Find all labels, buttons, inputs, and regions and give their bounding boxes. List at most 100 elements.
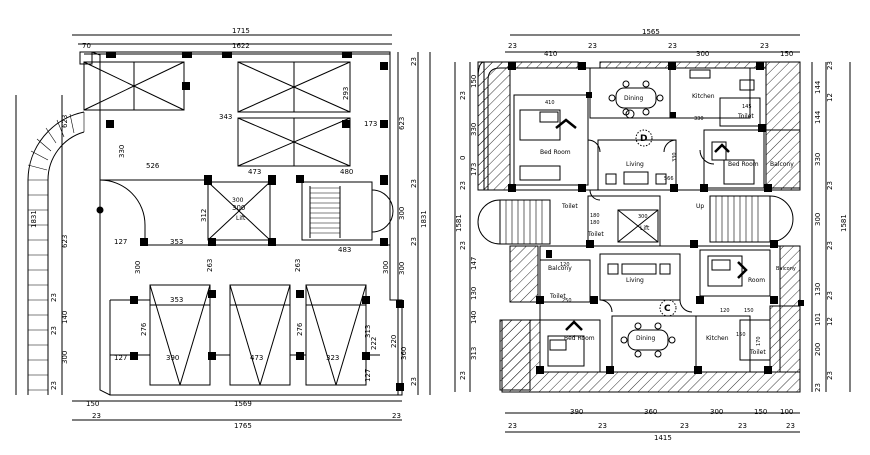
dim-inner-300: 300 [232, 204, 245, 212]
right-columns [508, 62, 804, 374]
room-kitchen-top: Kitchen [692, 93, 715, 100]
rdim-bot-2: 360 [644, 408, 657, 416]
dim-left-3: 623 [61, 235, 69, 248]
dim-inner-353a: 353 [170, 238, 183, 246]
dim-right-10: 23 [410, 377, 418, 386]
rdim-bot-7: 23 [508, 422, 517, 430]
unit-label-c: C [664, 304, 671, 314]
rdim-left-13: 23 [459, 241, 467, 250]
rdim-inner-7: 300 [638, 214, 648, 220]
dim-right-2: 300 [398, 207, 406, 220]
rdim-right-9: 12 [826, 93, 834, 102]
dim-inner-353b: 353 [170, 296, 183, 304]
room-up: Up [696, 203, 704, 210]
dim-bottom-3: 150 [86, 400, 99, 408]
rdim-bot-4: 150 [754, 408, 767, 416]
rdim-right-3: 330 [814, 153, 822, 166]
rdim-right-16: 23 [814, 383, 822, 392]
rdim-right-5: 1581 [840, 214, 848, 232]
dim-inner-127c: 127 [364, 369, 372, 382]
room-bedroom-top-right: Bed Room [728, 161, 759, 168]
rdim-right-4: 300 [814, 213, 822, 226]
dim-right-3: 1831 [420, 210, 428, 228]
dim-inner-300b: 300 [134, 261, 142, 274]
dim-right-6: 23 [410, 179, 418, 188]
rdim-inner-3: 145 [742, 104, 752, 110]
dim-inner-263b: 263 [294, 259, 302, 272]
room-bedroom-mid-right: Room [748, 277, 765, 284]
dim-right-4: 300 [398, 262, 406, 275]
dim-top-2: 1622 [232, 42, 250, 50]
room-kitchen-bottom: Kitchen [706, 335, 729, 342]
rdim-bot-9: 23 [680, 422, 689, 430]
rdim-right-14: 23 [826, 291, 834, 300]
rdim-left-5: 147 [470, 257, 478, 270]
rdim-bot-11: 23 [786, 422, 795, 430]
left-floor-plan [15, 34, 431, 421]
room-bedroom-top-left: Bed Room [540, 149, 571, 156]
dim-inner-173: 173 [364, 120, 377, 128]
dim-inner-300d: 300 [232, 197, 244, 204]
rdim-inner-5: 180 [590, 213, 600, 219]
rdim-right-7: 101 [814, 313, 822, 326]
room-bedroom-bottom: Bed Room [564, 335, 595, 342]
rdim-right-12: 23 [826, 181, 834, 190]
rdim-top-2: 410 [544, 50, 557, 58]
dim-left-4: 140 [61, 311, 69, 324]
dim-inner-300c: 300 [382, 261, 390, 274]
rdim-right-15: 23 [826, 371, 834, 380]
lift-label-left: Lift [236, 215, 246, 222]
dim-inner-390: 390 [166, 354, 179, 362]
rdim-inner-11: 170 [756, 336, 762, 346]
dim-left-7: 23 [50, 326, 58, 335]
rdim-bot-8: 23 [598, 422, 607, 430]
rdim-left-1: 150 [470, 75, 478, 88]
dim-inner-343: 343 [219, 113, 232, 121]
dim-inner-313: 313 [364, 325, 372, 338]
rdim-left-4: 1581 [455, 214, 463, 232]
rdim-right-1: 144 [814, 80, 822, 94]
dim-inner-293: 293 [342, 87, 350, 100]
rdim-top-7: 23 [668, 42, 677, 50]
dim-left-5: 300 [61, 351, 69, 364]
dim-inner-323: 323 [326, 354, 339, 362]
left-columns [106, 52, 404, 391]
dim-top-1: 1715 [232, 27, 250, 35]
rdim-inner-8: 120 [560, 262, 570, 268]
room-living-bottom: Living [626, 277, 644, 284]
right-floor-plan [454, 34, 851, 433]
right-dimension-labels: 1565 410 300 150 23 23 23 23 390 360 300… [455, 28, 848, 442]
dim-inner-222: 222 [370, 337, 378, 350]
rdim-left-7: 140 [470, 311, 478, 324]
dim-left-1: 1831 [30, 210, 38, 228]
dim-right-8: 220 [390, 335, 398, 348]
room-toilet-mid2: Toilet [587, 231, 604, 238]
rdim-inner-12: 150 [744, 308, 754, 314]
dim-right-5: 23 [410, 57, 418, 66]
rdim-inner-6: 180 [590, 220, 600, 226]
rdim-right-2: 144 [814, 110, 822, 124]
rdim-right-8: 200 [814, 343, 822, 356]
unit-label-d: D [640, 134, 647, 144]
room-living-top: Living [626, 161, 644, 168]
rdim-left-12: 0 [459, 156, 467, 160]
room-toilet-mid-left: Toilet [549, 293, 566, 300]
rdim-inner-2: 330 [694, 116, 704, 122]
rdim-left-10: 23 [459, 181, 467, 190]
dim-inner-330: 330 [118, 145, 126, 158]
rdim-inner-4: 566 [664, 176, 674, 182]
rdim-inner-1: 410 [545, 100, 555, 106]
room-toilet-mid1: Toilet [561, 203, 578, 210]
dim-left-8: 23 [50, 381, 58, 390]
rdim-left-11: 23 [459, 371, 467, 380]
rdim-bot-10: 23 [738, 422, 747, 430]
room-balcony-mid-right: Balcony [776, 266, 796, 272]
dim-inner-473: 473 [248, 168, 261, 176]
rdim-top-6: 23 [588, 42, 597, 50]
dim-bottom-5: 23 [392, 412, 401, 420]
room-dining-bottom: Dining [636, 335, 656, 342]
rdim-bot-5: 100 [780, 408, 793, 416]
dim-bottom-2: 1765 [234, 422, 252, 430]
dim-inner-127b: 127 [114, 354, 127, 362]
rdim-top-4: 150 [780, 50, 793, 58]
